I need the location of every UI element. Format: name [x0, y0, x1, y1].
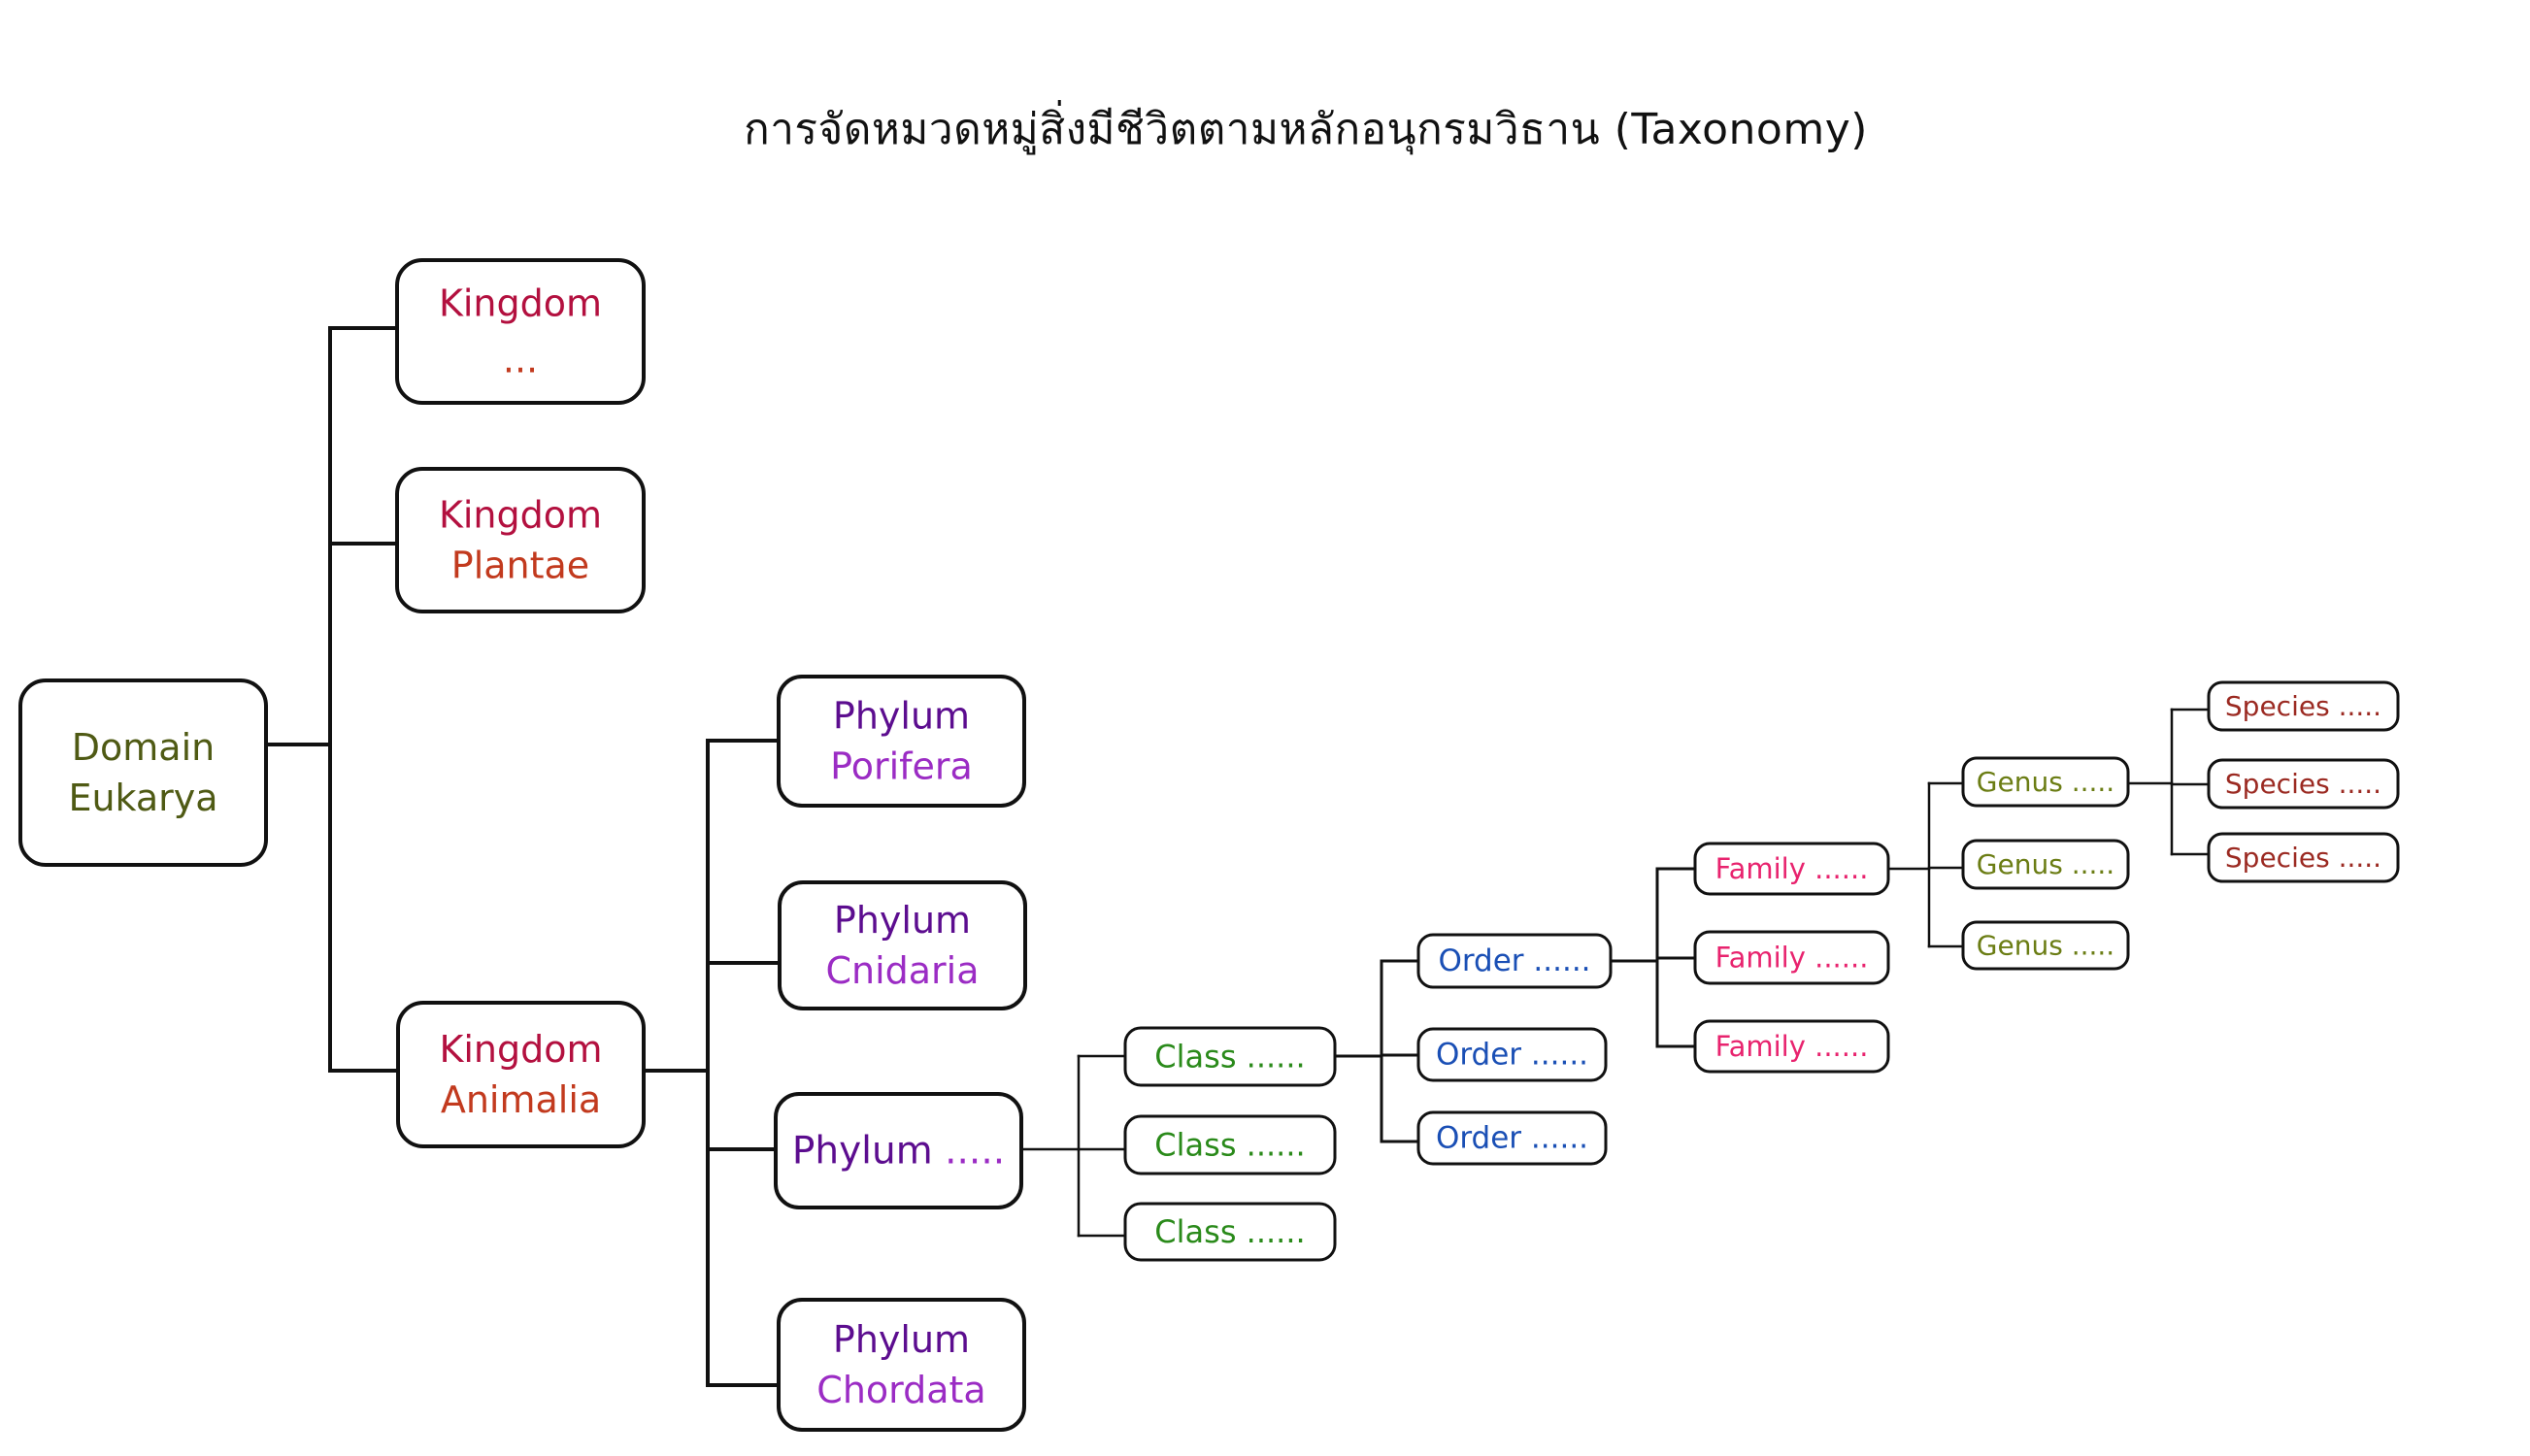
- rank-label: Kingdom: [439, 1028, 602, 1071]
- rank-label: Domain: [72, 726, 215, 769]
- node-class-3[interactable]: Class ......: [1123, 1202, 1337, 1262]
- node-label: Species .....: [2225, 842, 2381, 874]
- node-species-2[interactable]: Species .....: [2207, 758, 2400, 810]
- taxon-name: Animalia: [441, 1078, 601, 1121]
- node-kingdom-unknown[interactable]: Kingdom...: [395, 258, 646, 405]
- taxonomy-nodes: DomainEukaryaKingdom...KingdomPlantaeKin…: [18, 258, 2400, 1432]
- connector-lines: [264, 326, 2211, 1387]
- taxon-name: ...: [503, 339, 538, 381]
- taxon-name: Porifera: [830, 745, 973, 788]
- node-label: Genus .....: [1977, 930, 2114, 962]
- node-genus-3[interactable]: Genus .....: [1961, 920, 2130, 971]
- node-box: [1123, 1114, 1337, 1175]
- node-label: Order ......: [1436, 1121, 1588, 1156]
- node-class-1[interactable]: Class ......: [1123, 1026, 1337, 1087]
- node-box: [395, 258, 646, 405]
- node-box: [395, 467, 646, 613]
- diagram-title: การจัดหมวดหมู่สิ่งมีชีวิตตามหลักอนุกรมวิ…: [744, 105, 1868, 154]
- node-box: [2207, 680, 2400, 732]
- node-box: [2207, 758, 2400, 810]
- rank-label: Phylum: [833, 695, 970, 738]
- node-order-2[interactable]: Order ......: [1416, 1027, 1608, 1082]
- node-box: [1693, 930, 1890, 985]
- node-box: [1123, 1026, 1337, 1087]
- taxon-name: Eukarya: [68, 777, 217, 819]
- node-box: [1961, 839, 2130, 890]
- node-box: [1416, 1027, 1608, 1082]
- node-box: [2207, 832, 2400, 883]
- node-label: Family ......: [1715, 942, 1869, 975]
- node-family-1[interactable]: Family ......: [1693, 842, 1890, 896]
- node-box: [1123, 1202, 1337, 1262]
- node-family-3[interactable]: Family ......: [1693, 1019, 1890, 1074]
- node-label: Phylum .....: [792, 1129, 1005, 1173]
- node-label: Genus .....: [1977, 848, 2114, 880]
- node-label: Class ......: [1154, 1213, 1305, 1250]
- node-family-2[interactable]: Family ......: [1693, 930, 1890, 985]
- node-label: Family ......: [1715, 852, 1869, 885]
- node-label: Genus .....: [1977, 766, 2114, 798]
- node-box: [777, 1298, 1026, 1432]
- node-order-1[interactable]: Order ......: [1416, 933, 1613, 989]
- node-label: Species .....: [2225, 690, 2381, 722]
- node-box: [1961, 756, 2130, 808]
- node-box: [774, 1092, 1023, 1209]
- taxon-name: Plantae: [451, 545, 589, 587]
- node-label: Class ......: [1154, 1039, 1305, 1075]
- taxon-name: .....: [945, 1129, 1005, 1173]
- taxon-name: Cnidaria: [825, 949, 979, 992]
- node-genus-1[interactable]: Genus .....: [1961, 756, 2130, 808]
- rank-label: Phylum: [833, 1318, 970, 1361]
- rank-label: Phylum: [834, 899, 971, 942]
- node-box: [1416, 1110, 1608, 1166]
- node-box: [1693, 1019, 1890, 1074]
- node-label: Order ......: [1436, 1038, 1588, 1073]
- node-order-3[interactable]: Order ......: [1416, 1110, 1608, 1166]
- node-label: Class ......: [1154, 1127, 1305, 1164]
- node-box: [777, 675, 1026, 808]
- node-box: [778, 880, 1027, 1010]
- node-class-2[interactable]: Class ......: [1123, 1114, 1337, 1175]
- node-genus-2[interactable]: Genus .....: [1961, 839, 2130, 890]
- node-box: [1416, 933, 1613, 989]
- node-phylum-blank[interactable]: Phylum .....: [774, 1092, 1023, 1209]
- node-label: Family ......: [1715, 1030, 1869, 1063]
- node-box: [18, 678, 268, 867]
- node-species-1[interactable]: Species .....: [2207, 680, 2400, 732]
- taxon-name: Chordata: [816, 1369, 985, 1411]
- node-label: Species .....: [2225, 768, 2381, 800]
- node-box: [1693, 842, 1890, 896]
- rank-label: Kingdom: [439, 494, 602, 537]
- rank-label: Phylum: [792, 1129, 945, 1173]
- node-box: [1961, 920, 2130, 971]
- node-species-3[interactable]: Species .....: [2207, 832, 2400, 883]
- node-label: Order ......: [1438, 943, 1590, 978]
- rank-label: Kingdom: [439, 282, 602, 325]
- node-box: [396, 1001, 646, 1148]
